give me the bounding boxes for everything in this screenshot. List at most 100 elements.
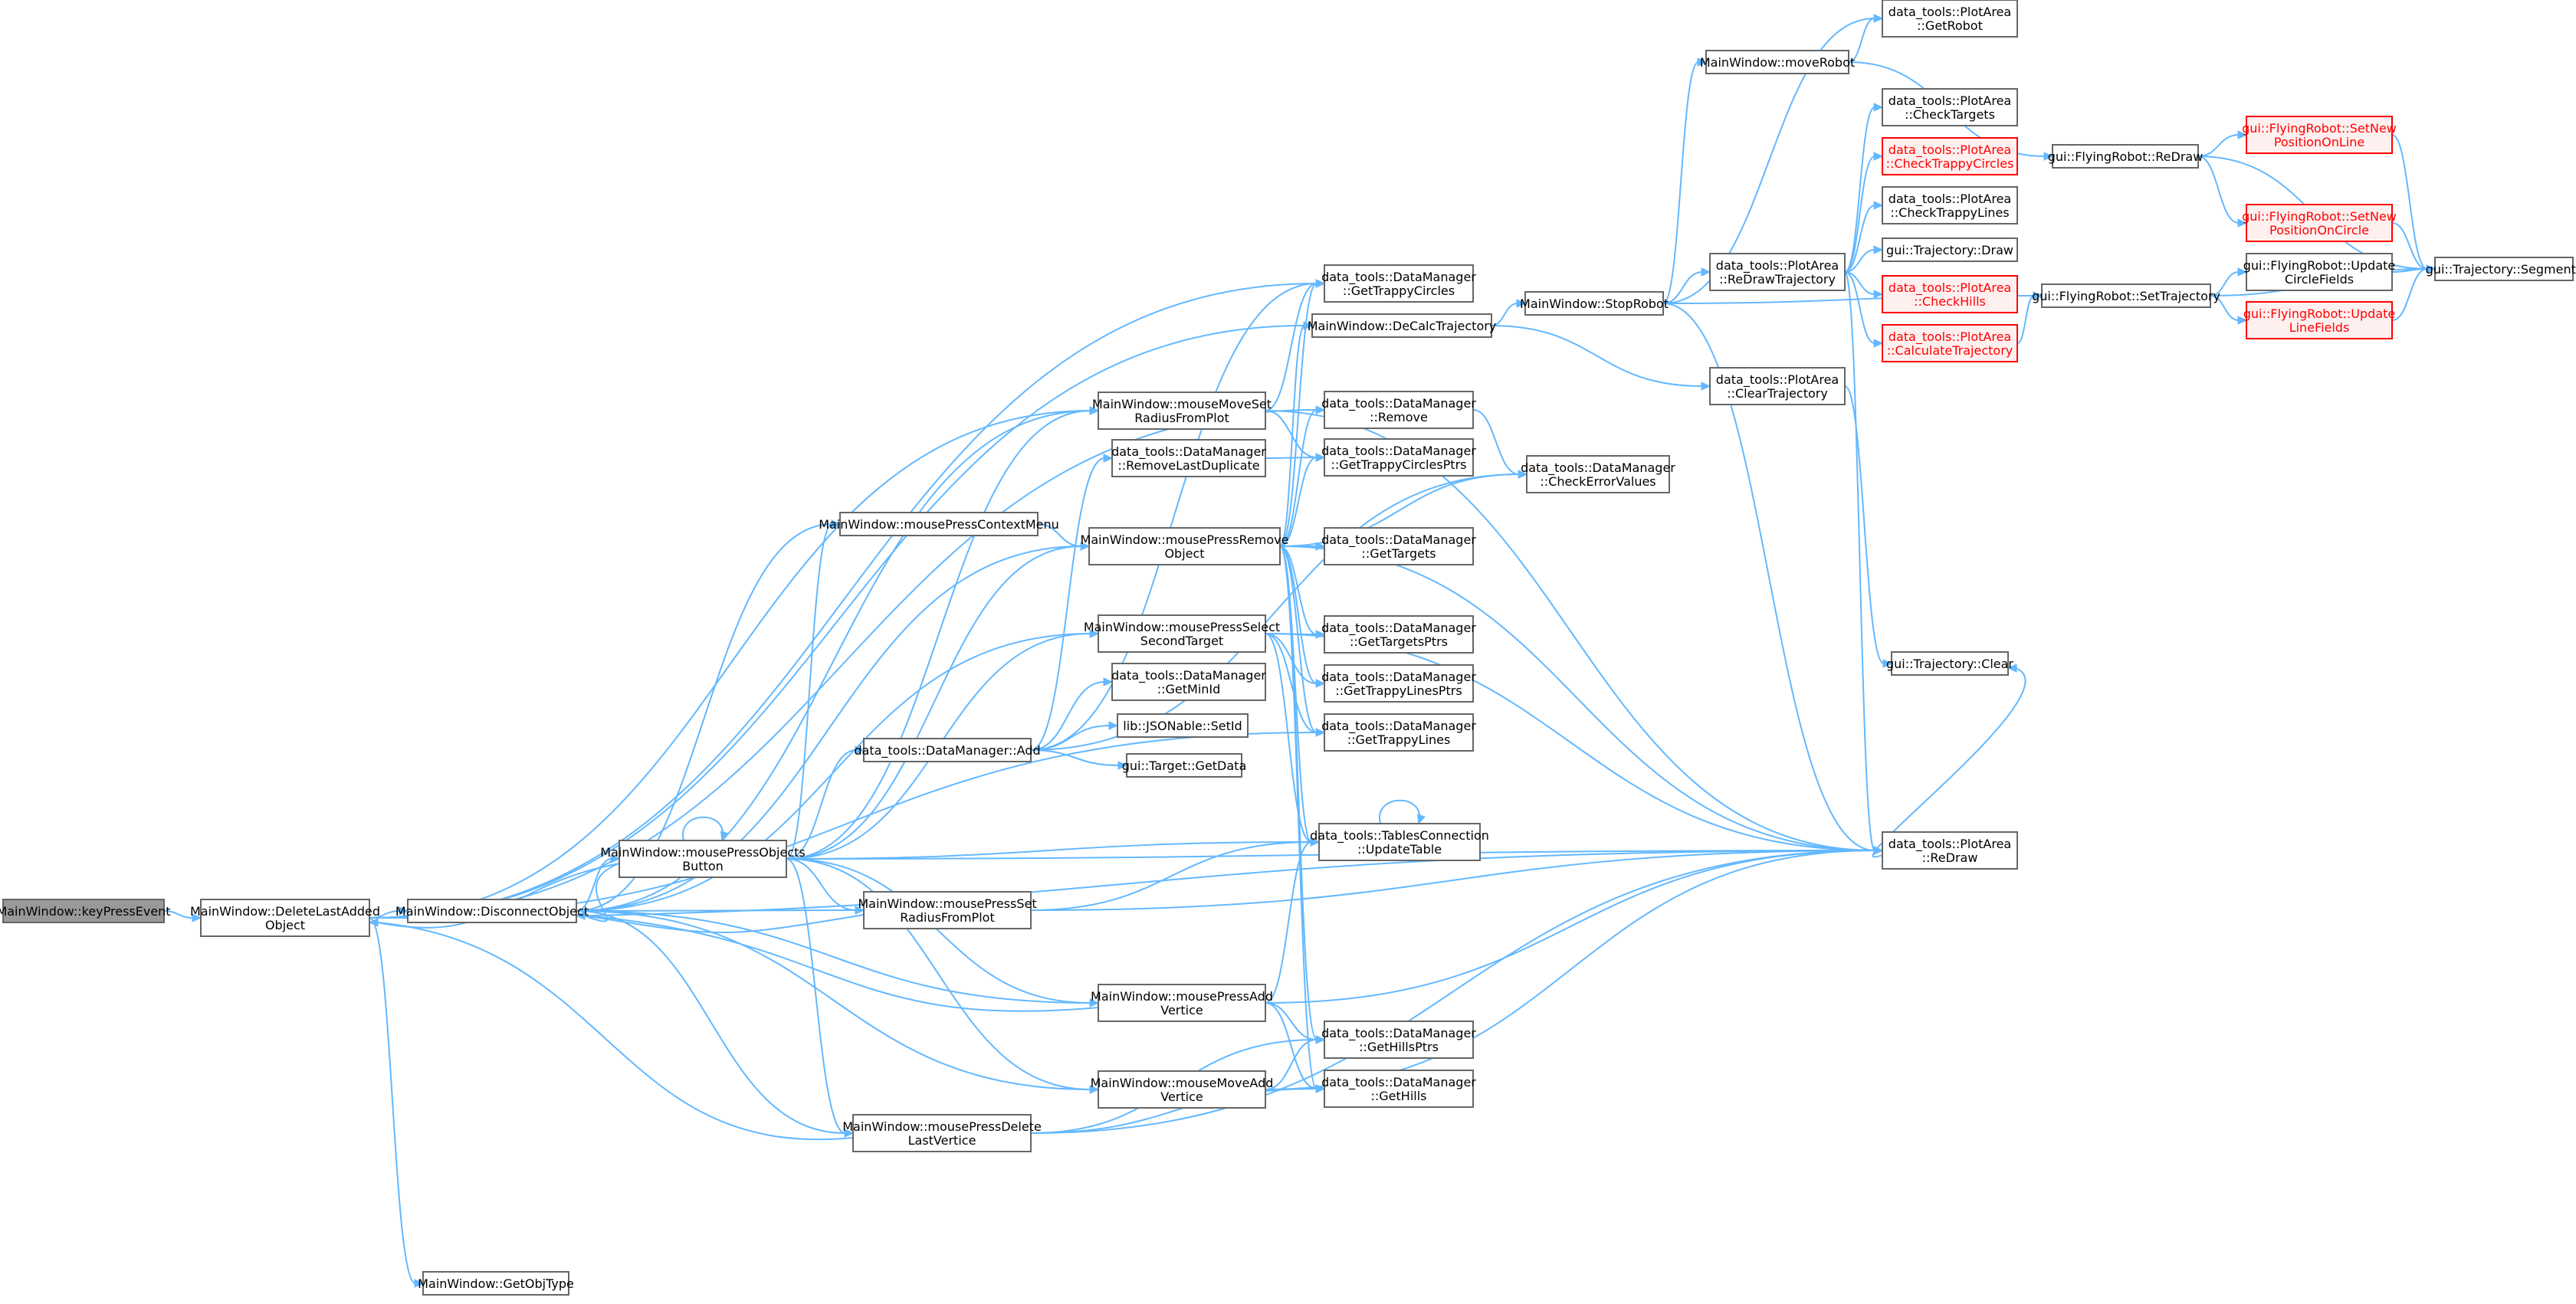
edge-line: [1030, 473, 1520, 751]
node-label-line: data_tools::PlotArea: [1889, 5, 2011, 20]
function-node[interactable]: gui::FlyingRobot::ReDraw: [2048, 144, 2204, 169]
function-node[interactable]: gui::Target::GetData: [1122, 753, 1247, 778]
node-label-line: data_tools::DataManager: [1321, 1075, 1476, 1090]
edge-line: [2197, 156, 2240, 224]
function-node[interactable]: gui::FlyingRobot::SetTrajectory: [2032, 283, 2220, 308]
function-node[interactable]: data_tools::DataManager::GetHillsPtrs: [1321, 1021, 1476, 1059]
edge-line: [1279, 473, 1520, 547]
edge-line: [1472, 409, 1520, 475]
edge-arrowhead: [192, 913, 202, 922]
edge-line: [2016, 295, 2035, 344]
node-label-line: data_tools::DataManager: [1111, 444, 1266, 460]
edge-line: [2391, 268, 2428, 321]
edge-arrowhead: [1697, 57, 1708, 67]
node-label-line: gui::FlyingRobot::Update: [2243, 306, 2396, 321]
node-box: [619, 840, 787, 878]
function-node[interactable]: data_tools::DataManager::GetTargets: [1321, 527, 1476, 565]
function-node[interactable]: data_tools::PlotArea::CheckTrappyCircles: [1882, 137, 2018, 175]
function-node[interactable]: data_tools::PlotArea::ClearTrajectory: [1709, 367, 1846, 405]
function-node[interactable]: data_tools::DataManager::GetTrappyLinesP…: [1321, 664, 1476, 703]
call-edge-n33-n41: [1844, 271, 1884, 855]
call-edge-n4-n5: [786, 519, 842, 860]
function-node[interactable]: data_tools::PlotArea::CheckTrappyLines: [1882, 186, 2018, 224]
edge-line: [1030, 850, 1875, 1134]
call-edge-n16-n27: [1265, 1002, 1326, 1044]
edge-line: [1379, 799, 1420, 824]
node-label-line: gui::FlyingRobot::SetNew: [2242, 209, 2397, 224]
function-node[interactable]: data_tools::PlotArea::CheckTargets: [1882, 88, 2018, 126]
node-label-line: MainWindow::GetObjType: [418, 1276, 574, 1291]
call-edge-n6-n13: [1030, 677, 1114, 751]
function-node[interactable]: data_tools::TablesConnection::UpdateTabl…: [1310, 823, 1489, 861]
function-node[interactable]: MainWindow::DisconnectObject: [395, 899, 589, 923]
function-node[interactable]: MainWindow::moveRobot: [1700, 50, 1855, 74]
node-label-line: MainWindow::mousePressSelect: [1084, 620, 1280, 634]
function-node[interactable]: data_tools::DataManager::RemoveLastDupli…: [1111, 439, 1266, 477]
node-box: [1324, 438, 1474, 477]
function-node[interactable]: lib::JSONable::SetId: [1117, 713, 1249, 738]
function-node[interactable]: data_tools::PlotArea::CalculateTrajector…: [1882, 324, 2018, 362]
function-node[interactable]: data_tools::PlotArea::GetRobot: [1882, 0, 2018, 38]
function-node[interactable]: data_tools::DataManager::GetTrappyCircle…: [1321, 264, 1476, 303]
function-node[interactable]: gui::Trajectory::Clear: [1886, 651, 2013, 676]
node-label-line: MainWindow::DeCalcTrajectory: [1308, 319, 1497, 333]
function-node[interactable]: MainWindow::StopRobot: [1520, 291, 1669, 316]
call-edge-n20-n29: [1472, 409, 1528, 479]
function-node[interactable]: data_tools::PlotArea::ReDraw: [1882, 831, 2018, 870]
call-edge-n4-n17: [786, 858, 1100, 1094]
function-node[interactable]: gui::Trajectory::Segments: [2426, 257, 2576, 281]
edge-line: [1279, 546, 1318, 1089]
function-node[interactable]: data_tools::DataManager::GetTargetsPtrs: [1321, 615, 1476, 654]
edge-line: [1279, 325, 1305, 547]
function-node[interactable]: data_tools::PlotArea::CheckHills: [1882, 275, 2018, 313]
function-node[interactable]: data_tools::DataManager::CheckErrorValue…: [1521, 455, 1675, 493]
edge-arrowhead: [1303, 321, 1314, 330]
call-edge-n12-n24: [1265, 633, 1326, 688]
node-box: [2, 899, 165, 923]
edge-arrowhead: [610, 854, 621, 863]
call-edge-n45-n49: [2391, 134, 2437, 274]
node-box: [1324, 615, 1474, 654]
call-edge-n1-n20: [369, 405, 1326, 919]
node-label-line: data_tools::PlotArea: [1889, 837, 2011, 852]
edge-line: [1265, 633, 1312, 843]
function-node[interactable]: gui::Trajectory::Draw: [1882, 238, 2018, 262]
edge-line: [369, 325, 1305, 919]
function-node[interactable]: data_tools::DataManager::GetTrappyLines: [1321, 713, 1476, 752]
function-node[interactable]: data_tools::DataManager::GetMinId: [1111, 663, 1266, 701]
function-node[interactable]: MainWindow::keyPressEvent: [0, 899, 171, 923]
call-edge-n16-n26: [1265, 837, 1321, 1004]
node-label-line: ::CalculateTrajectory: [1887, 343, 2013, 358]
function-node[interactable]: MainWindow::mousePressContextMenu: [819, 512, 1059, 536]
function-node[interactable]: MainWindow::GetObjType: [418, 1271, 574, 1296]
edge-arrowhead: [399, 906, 409, 916]
function-node[interactable]: data_tools::DataManager::GetTrappyCircle…: [1321, 438, 1476, 477]
node-label-line: ::GetTargetsPtrs: [1350, 634, 1448, 649]
edge-line: [576, 910, 1091, 1004]
function-node[interactable]: data_tools::DataManager::GetHills: [1321, 1070, 1476, 1108]
function-node[interactable]: data_tools::DataManager::Remove: [1321, 391, 1476, 429]
function-node[interactable]: data_tools::PlotArea::ReDrawTrajectory: [1709, 253, 1846, 291]
edge-line: [1662, 271, 1703, 304]
edge-line: [163, 910, 194, 919]
edge-line: [576, 909, 857, 912]
function-node[interactable]: MainWindow::DeCalcTrajectory: [1308, 313, 1497, 338]
function-node[interactable]: data_tools::DataManager::Add: [854, 738, 1041, 762]
node-label-line: data_tools::DataManager: [1111, 668, 1266, 683]
node-box: [1324, 391, 1474, 429]
